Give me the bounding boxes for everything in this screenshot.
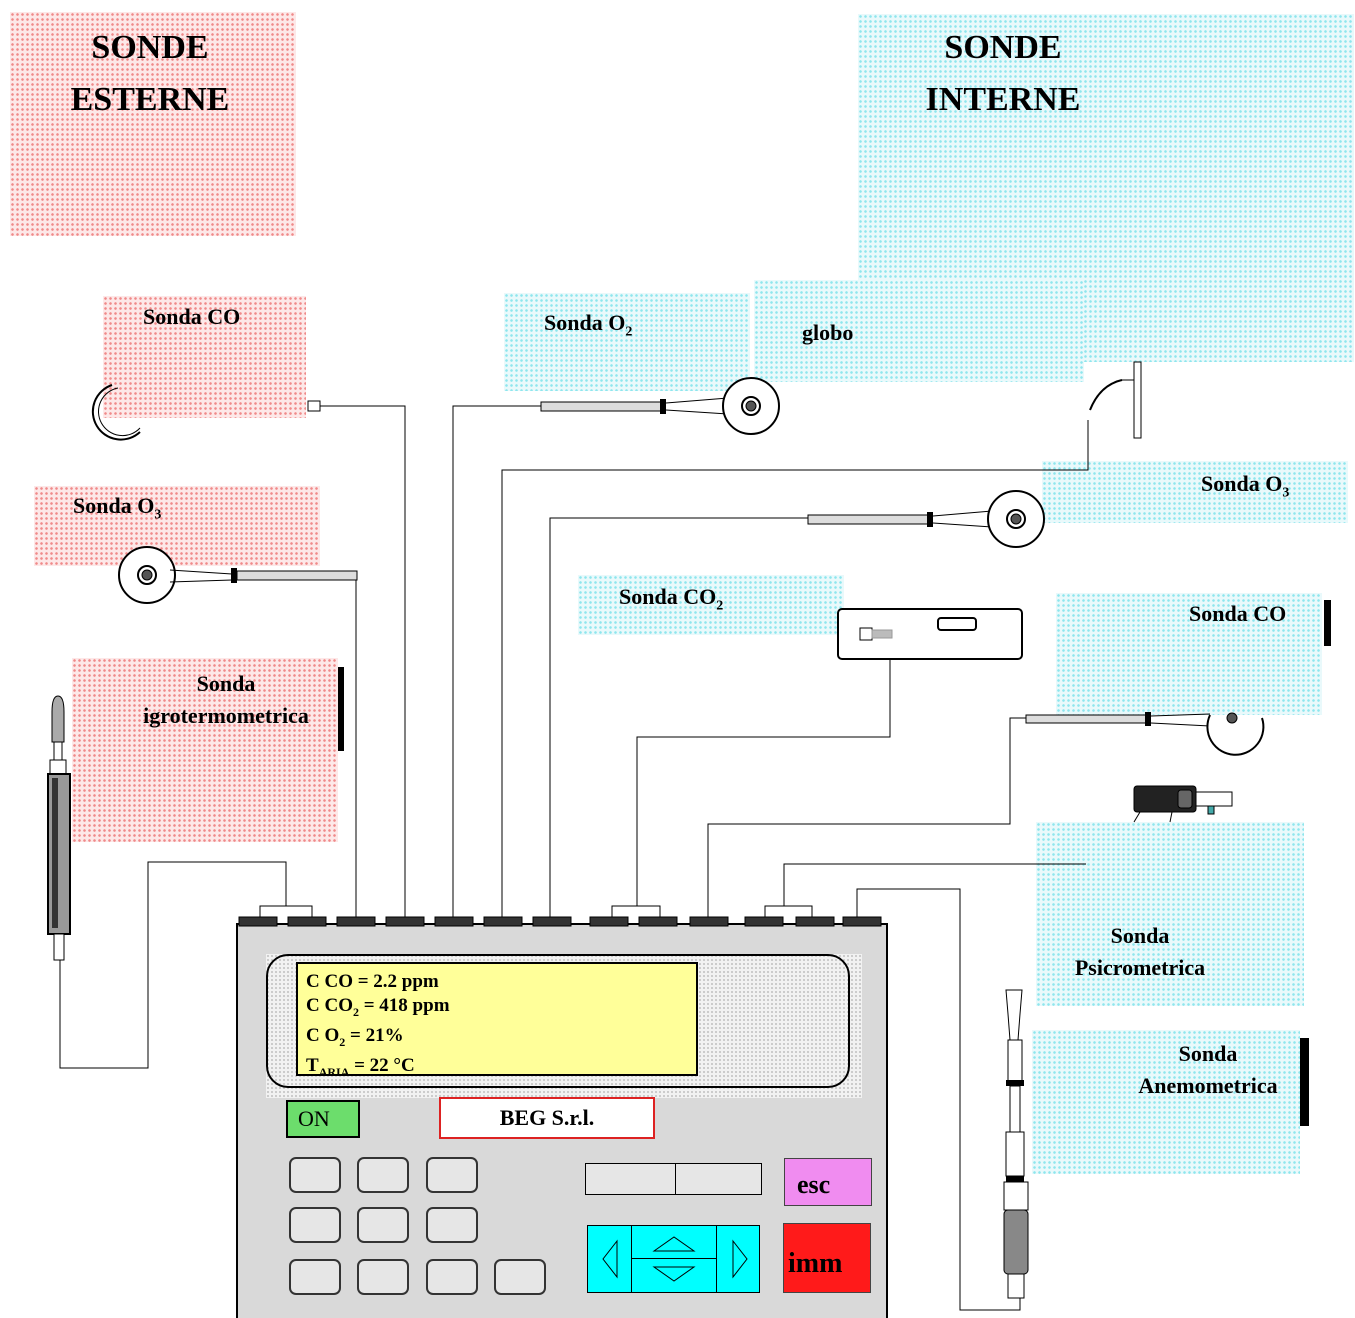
imm-button[interactable]: imm [783, 1223, 871, 1293]
keypad-key-3[interactable] [426, 1157, 478, 1193]
on-button[interactable]: ON [286, 1100, 360, 1138]
lcd-display: C CO = 2.2 ppm C CO2 = 418 ppm C O2 = 21… [296, 962, 698, 1078]
external-title: SONDE ESTERNE [70, 29, 230, 118]
int-co-box [1056, 593, 1322, 715]
int-o3-label: Sonda O3 [1201, 471, 1290, 501]
internal-title: SONDE INTERNE [925, 29, 1081, 118]
screen-bezel [266, 954, 850, 1088]
ext-igro-label: Sonda igrotermometrica [143, 671, 309, 728]
lcd-line-o2: C O2 = 21% [306, 1024, 404, 1049]
ext-co-box [103, 296, 306, 418]
int-psicro-box [1036, 822, 1304, 1006]
int-o3-box [1042, 461, 1348, 523]
brand-label: BEG S.r.l. [439, 1097, 655, 1139]
int-co-label: Sonda CO [1189, 601, 1287, 626]
arrow-left-icon [602, 1239, 618, 1279]
keypad-key-6[interactable] [426, 1207, 478, 1243]
keypad-key-5[interactable] [357, 1207, 409, 1243]
lcd-line-co2: C CO2 = 418 ppm [306, 995, 450, 1019]
ext-co-label: Sonda CO [143, 304, 241, 329]
ext-o3-box [34, 486, 320, 566]
keypad-key-1[interactable] [289, 1157, 341, 1193]
keypad-key-7[interactable] [289, 1259, 341, 1295]
arrow-down-icon [652, 1266, 696, 1282]
int-co2-label: Sonda CO2 [619, 584, 724, 614]
int-anemo-box [1032, 1030, 1300, 1174]
nav-down-button[interactable] [632, 1259, 716, 1293]
int-psicro-label: Sonda Psicrometrica [1074, 923, 1206, 980]
nav-up-button[interactable] [632, 1225, 716, 1259]
nav-pad [587, 1225, 760, 1293]
arrow-right-icon [732, 1239, 748, 1279]
keypad-key-10[interactable] [494, 1259, 546, 1295]
nav-left-button[interactable] [587, 1225, 632, 1293]
function-key-right[interactable] [675, 1163, 762, 1195]
ext-igro-box [72, 658, 338, 842]
keypad-key-2[interactable] [357, 1157, 409, 1193]
ext-o3-label: Sonda O3 [73, 493, 162, 523]
lcd-line-co: C CO = 2.2 ppm [306, 971, 439, 992]
keypad-key-9[interactable] [426, 1259, 478, 1295]
arrow-up-icon [652, 1236, 696, 1252]
lcd-line-tair: TARIA = 22 °C [306, 1054, 415, 1079]
int-co2-box [578, 575, 844, 635]
globo-label-box [754, 280, 1084, 382]
function-key-left[interactable] [585, 1163, 676, 1195]
nav-right-button[interactable] [716, 1225, 760, 1293]
esc-button[interactable]: esc [784, 1158, 872, 1206]
globo-label: globo [802, 320, 854, 345]
int-o2-label: Sonda O2 [544, 310, 633, 340]
int-anemo-label: Sonda Anemometrica [1138, 1041, 1278, 1098]
external-probes-title-box [10, 12, 296, 236]
int-o2-box [504, 293, 750, 391]
keypad-key-8[interactable] [357, 1259, 409, 1295]
keypad-key-4[interactable] [289, 1207, 341, 1243]
